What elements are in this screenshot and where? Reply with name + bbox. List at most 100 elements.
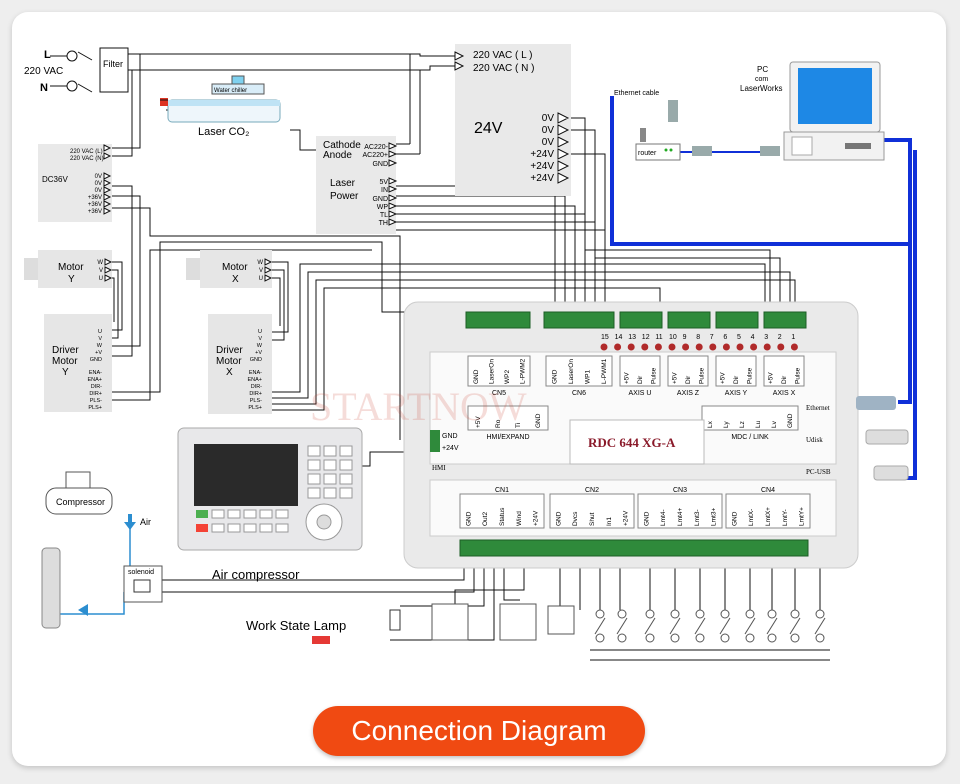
- pin-number: 4: [751, 334, 755, 341]
- connector-pin-label: Lv: [771, 420, 778, 428]
- driver-x-pin: U: [258, 329, 262, 335]
- psu-24v-box: [455, 44, 571, 196]
- laser-tube-group: Water chiller Laser CO₂: [160, 75, 281, 138]
- driver-x-box: [208, 314, 272, 414]
- dc36-title: DC36V: [42, 175, 68, 184]
- connector-group-name: AXIS Y: [725, 390, 748, 397]
- air-system: Compressor Air solenoid Air compressor W…: [41, 471, 401, 644]
- driver-x-l3: X: [226, 367, 233, 378]
- hmi-pin-gnd: GND: [442, 433, 458, 440]
- connector-pin-label: LmtX+: [765, 507, 772, 526]
- ethernet-port-icon: [856, 396, 896, 410]
- switch-icon: [77, 51, 93, 93]
- laser-power-title-2: Power: [330, 191, 359, 202]
- connector-pin-label: Dir: [733, 375, 740, 384]
- pc-screen: [798, 68, 872, 124]
- status-led: [736, 343, 744, 351]
- connector-pin-label: Dir: [637, 375, 644, 384]
- connector-pin-label: Status: [499, 507, 506, 526]
- status-led: [722, 343, 730, 351]
- air-pipes: [60, 526, 131, 615]
- connector-pin-label: Lx: [707, 420, 714, 428]
- lp-pin-5: TH: [379, 220, 388, 227]
- connector-pin-label: Lmt4+: [677, 508, 684, 526]
- pin-number: 12: [642, 334, 650, 341]
- laser-power-box: [316, 136, 396, 234]
- watermark: STARTNOW: [310, 384, 527, 429]
- connector-pin-label: Wind: [516, 511, 523, 526]
- driver-y-pin: PLS+: [88, 405, 102, 411]
- driver-y-l3: Y: [62, 367, 69, 378]
- motor-y-pin-2: U: [99, 276, 103, 282]
- connector-pin-label: GND: [731, 511, 738, 526]
- limit-switch-icon: [815, 633, 825, 643]
- pin-number: 5: [737, 334, 741, 341]
- driver-x-pin: DIR-: [251, 384, 262, 390]
- limit-switch-icon: [695, 609, 705, 619]
- mains-n-label: N: [40, 82, 48, 94]
- driver-x-pin: GND: [250, 357, 262, 363]
- port-udisk-label: Udisk: [806, 436, 823, 444]
- motor-x-sub: X: [232, 274, 239, 285]
- driver-y-pin: ENA-: [89, 370, 102, 376]
- psu-24v: 220 VAC ( L ) 220 VAC ( N ) 24V 0V 0V 0V…: [454, 44, 571, 196]
- connector-group-name: CN1: [495, 487, 509, 494]
- driver-x: Driver Motor X U V W +V GND ENA- ENA+ DI…: [208, 314, 272, 414]
- connector-pin-label: Ti: [515, 423, 522, 428]
- hmi-keypad: [307, 445, 353, 499]
- connector-group-name: CN6: [572, 390, 586, 397]
- bottom-terminal-block: [459, 539, 809, 557]
- limit-switch-icon: [670, 609, 680, 619]
- limit-switch-icon: [767, 609, 777, 619]
- status-led: [654, 343, 662, 351]
- lp-pin-4: TL: [380, 212, 388, 219]
- hmi-label: HMI: [432, 464, 446, 472]
- driver-y-pin: DIR+: [89, 391, 102, 397]
- pin-number: 10: [669, 334, 677, 341]
- wires: [112, 53, 830, 661]
- laser-power: Cathode Anode Laser Power AC220- AC220+ …: [316, 136, 398, 234]
- motor-y-sub: Y: [68, 274, 75, 285]
- pin-number: 7: [710, 334, 714, 341]
- connector-pin-label: Lz: [739, 421, 746, 428]
- connector-pin-label: Lmt3-: [694, 509, 701, 526]
- relay-icon: [389, 609, 401, 631]
- connector-pin-label: LmtX-: [748, 509, 755, 526]
- connector-pin-label: Shut: [589, 512, 596, 526]
- air-label: Air: [140, 517, 151, 527]
- connector-pin-label: L-PWM2: [519, 358, 526, 384]
- connector-group-name: AXIS Z: [677, 390, 700, 397]
- connector-pin-label: WP2: [504, 370, 511, 384]
- motor-x: Motor X W V U: [186, 250, 273, 288]
- driver-y-l2: Motor: [52, 356, 78, 367]
- anode-label: Anode: [323, 150, 352, 161]
- connector-pin-label: GND: [555, 511, 562, 526]
- router-icon: [635, 143, 681, 161]
- filter-box: [99, 47, 129, 93]
- motor-y-pin-0: W: [97, 260, 103, 266]
- psu-input-l: 220 VAC ( L ): [473, 50, 532, 61]
- port-ethernet-label: Ethernet: [806, 404, 830, 412]
- limit-switch-icon: [617, 633, 627, 643]
- diagram-card: L 220 VAC N Filter Water chiller Laser C…: [12, 12, 946, 766]
- ethernet-cable-label: Ethernet cable: [614, 90, 659, 97]
- connector-pin-label: +5V: [475, 416, 482, 428]
- dc36-pin-3: +36V: [88, 195, 102, 201]
- limit-switches: [594, 609, 826, 643]
- limit-switch-icon: [645, 609, 655, 619]
- pin-number: 2: [778, 334, 782, 341]
- connector-pin-label: Ly: [723, 421, 730, 428]
- air-arrow-icon: [124, 514, 136, 530]
- connector-pin-label: +5V: [768, 372, 775, 384]
- psu-out-2: 0V: [542, 137, 555, 148]
- pc-laserworks-label: LaserWorks: [740, 84, 783, 93]
- lp-input-1: AC220+: [363, 152, 389, 159]
- driver-x-pin: W: [257, 343, 263, 349]
- connector-pin-label: Pulse: [794, 367, 801, 384]
- motor-y-title: Motor: [58, 262, 84, 273]
